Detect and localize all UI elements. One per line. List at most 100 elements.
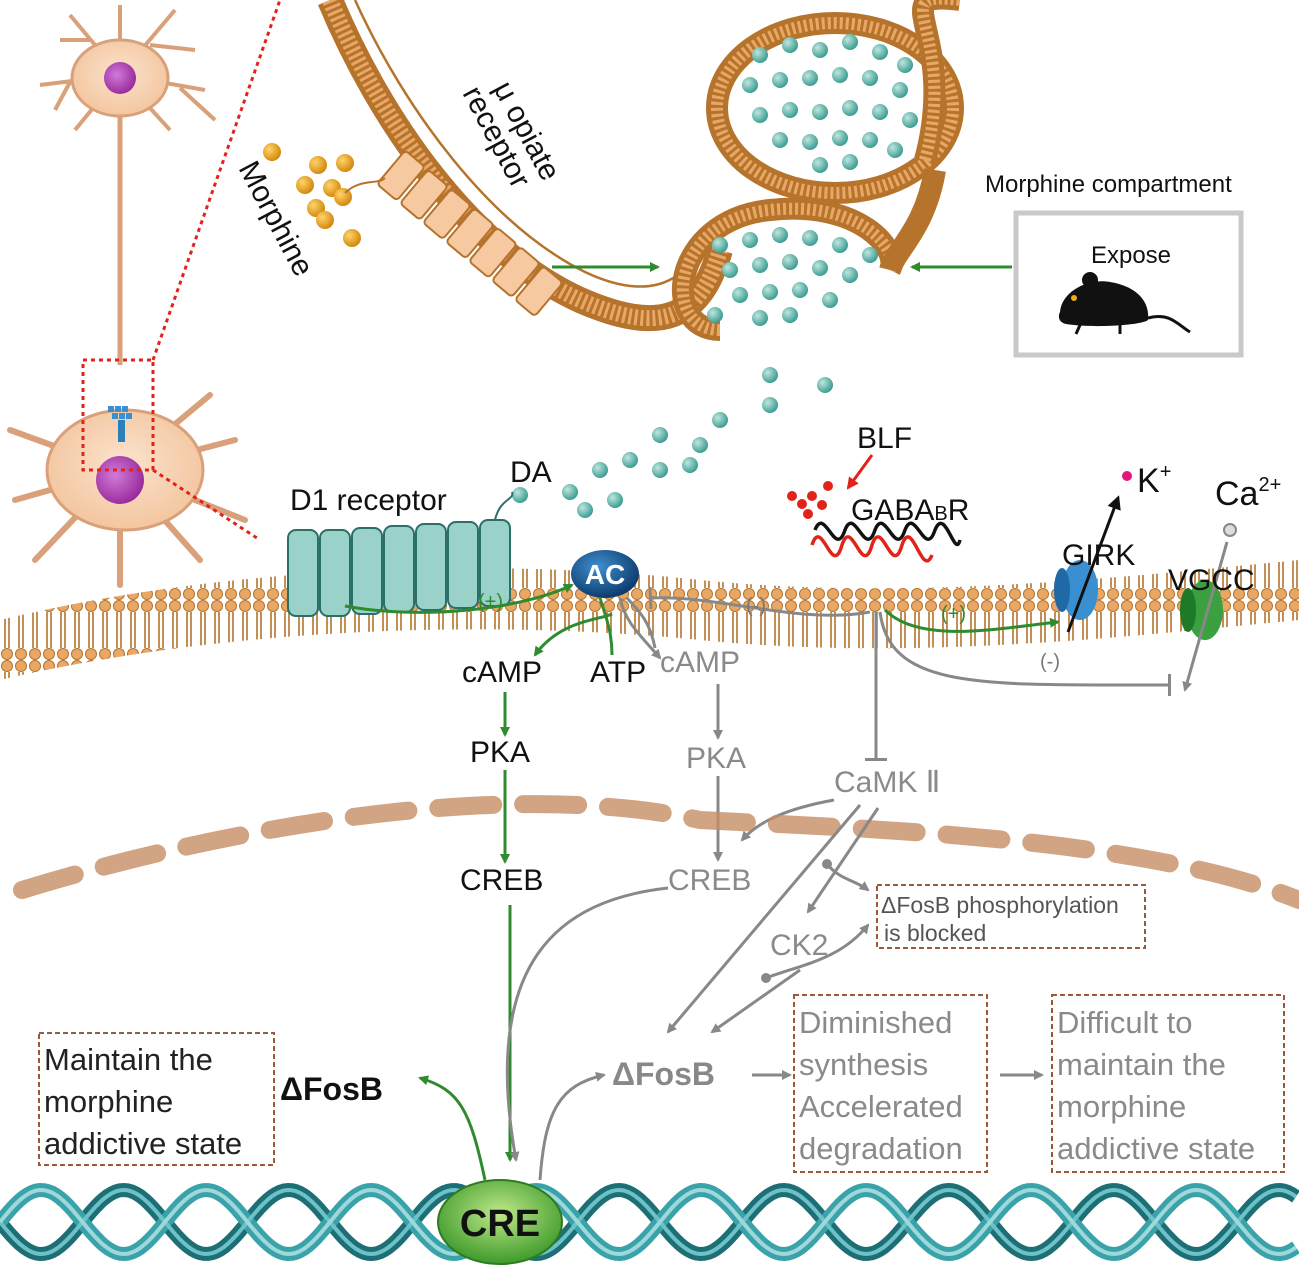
gabab-inhibits-vgcc — [878, 611, 1172, 697]
mouse-icon — [1058, 272, 1191, 335]
ac-to-camp-left — [533, 612, 613, 657]
dopamine-dot — [862, 70, 878, 86]
dopamine-dot — [812, 104, 828, 120]
dopamine-dot — [772, 227, 788, 243]
dopamine-dot — [652, 427, 668, 443]
dopamine-dot — [652, 462, 668, 478]
dopamine-dot — [592, 462, 608, 478]
k-ion — [1122, 471, 1132, 481]
synaptic-vesicle — [706, 0, 964, 274]
diminished-line-4: degradation — [799, 1131, 963, 1166]
ck2-label: CK2 — [770, 929, 828, 962]
dopamine-dot — [762, 397, 778, 413]
dopamine-dot — [752, 47, 768, 63]
dopamine-dot — [752, 107, 768, 123]
dopamine-dot — [772, 132, 788, 148]
morphine-molecules — [263, 143, 386, 247]
dopamine-dot — [607, 492, 623, 508]
da-label: DA — [510, 456, 552, 489]
cre-to-fosb-right — [538, 1071, 606, 1181]
dopamine-dot — [742, 77, 758, 93]
k-efflux-arrow — [1066, 495, 1121, 633]
gabab-receptor — [787, 481, 962, 563]
dopamine-dot — [707, 307, 723, 323]
dopamine-dot — [577, 502, 593, 518]
dopamine-dot — [792, 282, 808, 298]
creb-left-label: CREB — [460, 864, 543, 897]
mu-opiate-receptor — [377, 150, 563, 316]
dopamine-dot — [812, 260, 828, 276]
camp-right-label: cAMP — [660, 646, 740, 679]
postsynaptic-membrane — [0, 560, 1299, 680]
gabab-label: GABABR — [851, 494, 969, 527]
adenylyl-cyclase: AC — [571, 550, 639, 598]
ac-label: AC — [585, 559, 625, 590]
dopamine-dot — [832, 237, 848, 253]
diminished-line-3: Accelerated — [799, 1089, 963, 1124]
fosb-right-label: ΔFosB — [612, 1056, 715, 1092]
blf-label: BLF — [857, 422, 912, 455]
dopamine-dot — [782, 254, 798, 270]
k-label: K+ — [1137, 461, 1171, 500]
girk-label: GIRK — [1062, 539, 1135, 572]
d1-receptor — [287, 491, 514, 617]
fusing-vesicle — [671, 197, 903, 341]
diminished-line-2: synthesis — [799, 1047, 928, 1082]
expose-box: Expose — [1013, 210, 1244, 358]
dopamine-dot — [802, 70, 818, 86]
morphine-compartment-label: Morphine compartment — [985, 171, 1232, 198]
ca-ion — [1223, 523, 1237, 537]
dopamine-dot — [752, 310, 768, 326]
dopamine-dot — [762, 367, 778, 383]
pka-left-label: PKA — [470, 736, 530, 769]
dopamine-dot — [752, 257, 768, 273]
dopamine-dot — [892, 82, 908, 98]
branch-to-phospho-2 — [765, 923, 870, 980]
fosb-left-label: ΔFosB — [280, 1071, 383, 1107]
creb-right-label: CREB — [668, 864, 751, 897]
cre-label: CRE — [460, 1203, 540, 1245]
dopamine-dot — [622, 452, 638, 468]
diminished-box: Diminished synthesis Accelerated degrada… — [793, 994, 988, 1173]
dopamine-dot — [842, 100, 858, 116]
dopamine-dot — [712, 412, 728, 428]
diminished-line-1: Diminished — [799, 1005, 952, 1040]
dopamine-dot — [832, 130, 848, 146]
dopamine-dot — [872, 104, 888, 120]
cre-element: CRE — [437, 1179, 563, 1265]
dopamine-dot — [842, 34, 858, 50]
dopamine-dot — [902, 112, 918, 128]
dopamine-dot — [692, 437, 708, 453]
camk-to-ck2 — [806, 807, 880, 914]
dopamine-dot — [812, 157, 828, 173]
cre-to-fosb-left — [418, 1075, 487, 1181]
dopamine-dot — [842, 267, 858, 283]
zoom-box — [81, 358, 155, 472]
dopamine-dot — [822, 292, 838, 308]
maintain-line-2: morphine — [44, 1084, 173, 1119]
maintain-state-box: Maintain the morphine addictive state — [38, 1032, 275, 1166]
dopamine-dot — [812, 42, 828, 58]
ca-label: Ca2+ — [1215, 474, 1281, 513]
dopamine-molecules — [512, 34, 918, 518]
vgcc-channel — [1180, 580, 1223, 640]
difficult-line-3: morphine — [1057, 1089, 1186, 1124]
maintain-line-3: addictive state — [44, 1126, 242, 1161]
gabab-activates-girk — [883, 608, 1060, 633]
dopamine-dot — [782, 37, 798, 53]
phospho-line-1: ΔFosB phosphorylation — [881, 892, 1119, 918]
dopamine-dot — [722, 262, 738, 278]
difficult-line-1: Difficult to — [1057, 1005, 1193, 1040]
d1-to-ac-arrow — [344, 583, 574, 614]
dopamine-dot — [562, 484, 578, 500]
vgcc-label: VGCC — [1168, 564, 1255, 597]
dna-helix — [0, 1182, 1299, 1262]
difficult-line-4: addictive state — [1057, 1131, 1255, 1166]
phospho-line-2: is blocked — [884, 920, 986, 946]
camk-to-fosb-1 — [666, 804, 862, 1034]
ck2-to-fosb — [710, 968, 801, 1034]
difficult-line-2: maintain the — [1057, 1047, 1226, 1082]
minus-ac-label: (-) — [746, 595, 766, 617]
dopamine-dot — [682, 457, 698, 473]
dopamine-dot — [802, 230, 818, 246]
